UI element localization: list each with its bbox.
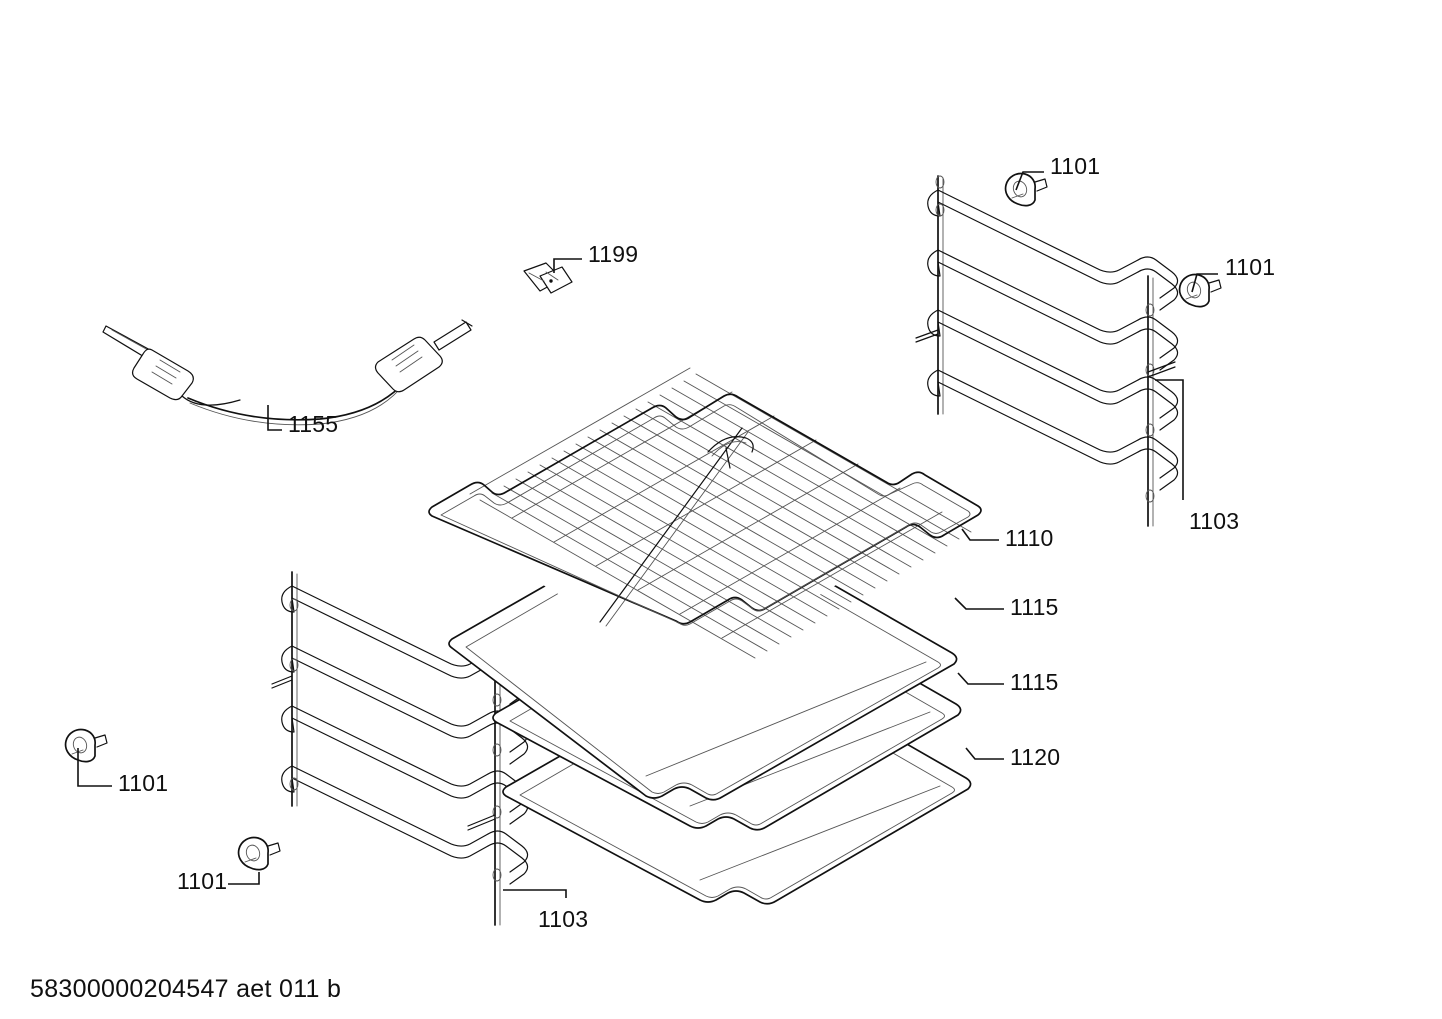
callout-1199: 1199	[588, 241, 639, 267]
leader-lines	[77, 171, 1218, 898]
callout-1110: 1110	[1005, 525, 1054, 551]
shelf-support-clip-1101-top-right	[1004, 172, 1048, 207]
callout-1155: 1155	[288, 411, 339, 437]
callout-1120: 1120	[1010, 744, 1061, 770]
callout-1103-right: 1103	[1189, 508, 1240, 534]
retaining-clip-1199	[523, 262, 573, 294]
callout-1101-left-lower: 1101	[177, 868, 228, 894]
callout-1115-lower: 1115	[1010, 669, 1059, 695]
shelf-support-clip-1101-left-lower	[237, 836, 281, 871]
callout-1115-upper: 1115	[1010, 594, 1059, 620]
shelf-support-clip-1101-right	[1178, 273, 1222, 308]
document-code: 58300000204547 aet 011 b	[30, 975, 342, 1003]
temperature-probe-1155	[102, 319, 473, 426]
callout-1101-left-upper: 1101	[118, 770, 169, 796]
shelf-support-clip-1101-left-upper	[64, 728, 108, 763]
wire-grill-rack-1110	[428, 349, 982, 672]
callout-1101-top-right: 1101	[1050, 153, 1101, 179]
callout-1101-right: 1101	[1225, 254, 1276, 280]
wire-rail-right	[915, 175, 1179, 527]
callout-1103-left: 1103	[538, 906, 589, 932]
